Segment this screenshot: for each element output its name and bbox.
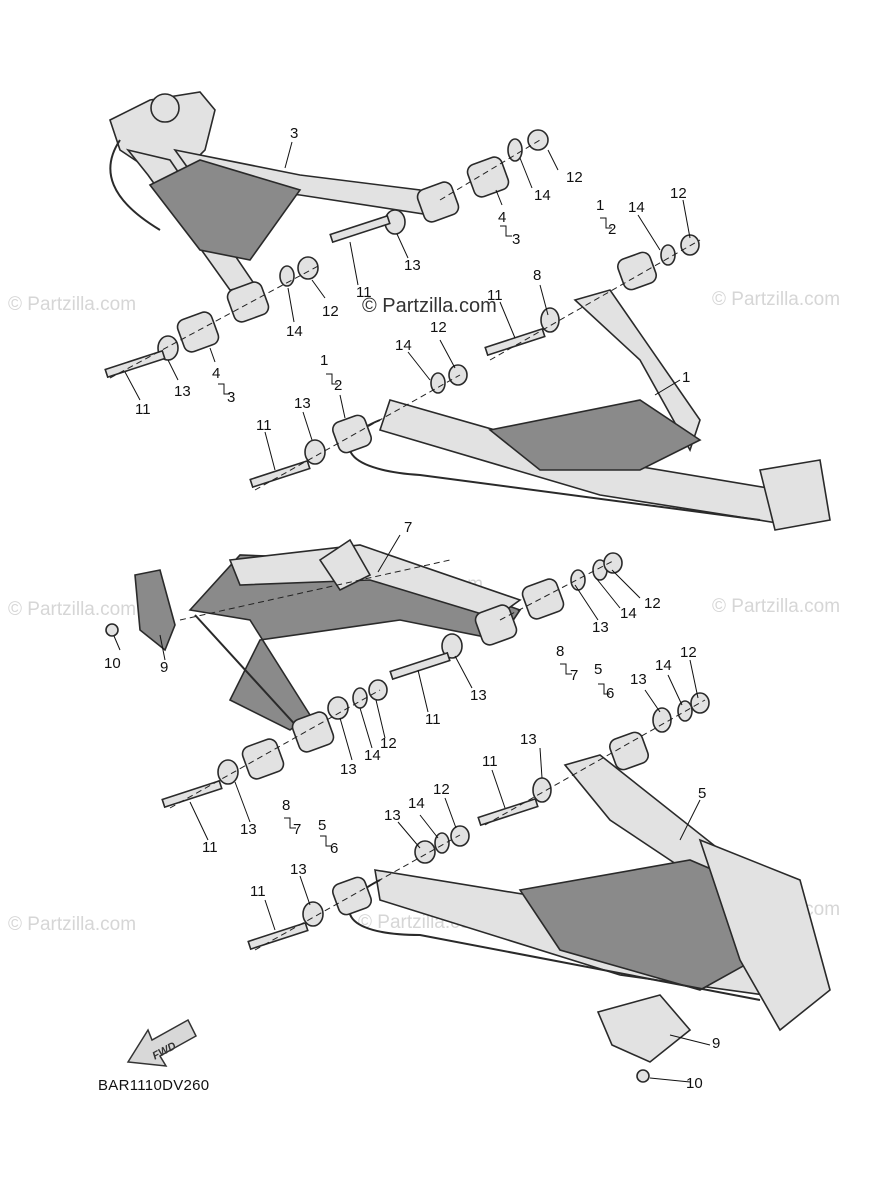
callout-1-a: 1 (596, 197, 604, 214)
diagram-code: BAR1110DV260 (98, 1077, 209, 1094)
upper-arm-1 (348, 289, 831, 531)
callout-1-b: 1 (320, 352, 328, 369)
watermark-center-main: © Partzilla.com (362, 295, 497, 317)
lower-arm-5 (348, 754, 831, 1032)
watermark-left-3: © Partzilla.com (8, 914, 136, 935)
callout-4-a: 4 (498, 209, 506, 226)
callout-12-a: 12 (566, 169, 583, 186)
callout-3-upper-arm: 3 (290, 125, 298, 142)
callout-13-a: 13 (404, 257, 421, 274)
callout-13-k: 13 (290, 861, 307, 878)
callout-12-f: 12 (380, 735, 397, 752)
callout-13-f: 13 (340, 761, 357, 778)
callout-14-b: 14 (286, 323, 303, 340)
watermark-right-2: © Partzilla.com (712, 596, 840, 617)
callout-11-b: 11 (135, 401, 151, 418)
callout-3-a: 3 (512, 231, 520, 248)
callout-13-g: 13 (630, 671, 647, 688)
callout-12-c: 12 (670, 185, 687, 202)
callout-12-e: 12 (644, 595, 661, 612)
callout-13-d: 13 (592, 619, 609, 636)
callout-7-lower-arm: 7 (404, 519, 412, 536)
callout-2-b: 2 (334, 377, 342, 394)
lower-arm-7 (188, 538, 522, 731)
callout-14-g: 14 (655, 657, 672, 674)
callout-13-h: 13 (520, 731, 537, 748)
fwd-arrow-icon: FWD (126, 1018, 197, 1067)
callout-8-c: 8 (282, 797, 290, 814)
callout-5-b: 5 (318, 817, 326, 834)
callout-11-c: 11 (487, 287, 503, 304)
callout-13-i: 13 (384, 807, 401, 824)
callout-10-a: 10 (104, 655, 121, 672)
callout-3-b: 3 (227, 389, 235, 406)
callout-11-d: 11 (256, 417, 272, 434)
callout-12-g: 12 (680, 644, 697, 661)
callout-9-b: 9 (712, 1035, 720, 1052)
callout-labels: 3 12 14 4 3 13 11 12 14 4 3 13 11 12 14 … (104, 125, 720, 1092)
callout-9-a: 9 (160, 659, 168, 676)
dashed-leaders (109, 139, 706, 951)
callout-6-a: 6 (606, 685, 614, 702)
callout-11-a: 11 (356, 284, 372, 301)
callout-13-e: 13 (470, 687, 487, 704)
callout-14-d: 14 (395, 337, 412, 354)
callout-5-lower-arm: 5 (698, 785, 706, 802)
callout-11-f: 11 (482, 753, 498, 770)
callout-12-d: 12 (430, 319, 447, 336)
callout-14-f: 14 (364, 747, 381, 764)
callout-2-a: 2 (608, 221, 616, 238)
callout-6-b: 6 (330, 840, 338, 857)
callout-14-c: 14 (628, 199, 645, 216)
callout-11-e: 11 (425, 711, 441, 728)
callout-leaders (113, 141, 711, 1083)
callout-13-b: 13 (174, 383, 191, 400)
callout-8-a: 8 (533, 267, 541, 284)
callout-7-a: 7 (570, 667, 578, 684)
callout-13-c: 13 (294, 395, 311, 412)
callout-14-a: 14 (534, 187, 551, 204)
callout-4-b: 4 (212, 365, 220, 382)
callout-10-b: 10 (686, 1075, 703, 1092)
watermark-left-2: © Partzilla.com (8, 599, 136, 620)
bracket-markers (218, 217, 612, 847)
callout-5-a: 5 (594, 661, 602, 678)
callout-14-e: 14 (620, 605, 637, 622)
callout-7-b: 7 (293, 821, 301, 838)
hardware (104, 129, 710, 1083)
watermark-left-1: © Partzilla.com (8, 294, 136, 315)
callout-14-h: 14 (408, 795, 425, 812)
callout-1-upper-arm: 1 (682, 369, 690, 386)
callout-8-b: 8 (556, 643, 564, 660)
watermark-right-1: © Partzilla.com (712, 289, 840, 310)
upper-arm-3 (109, 91, 432, 291)
callout-13-j: 13 (240, 821, 257, 838)
callout-11-g: 11 (202, 839, 218, 856)
callout-12-h: 12 (433, 781, 450, 798)
callout-11-h: 11 (250, 883, 266, 900)
callout-12-b: 12 (322, 303, 339, 320)
